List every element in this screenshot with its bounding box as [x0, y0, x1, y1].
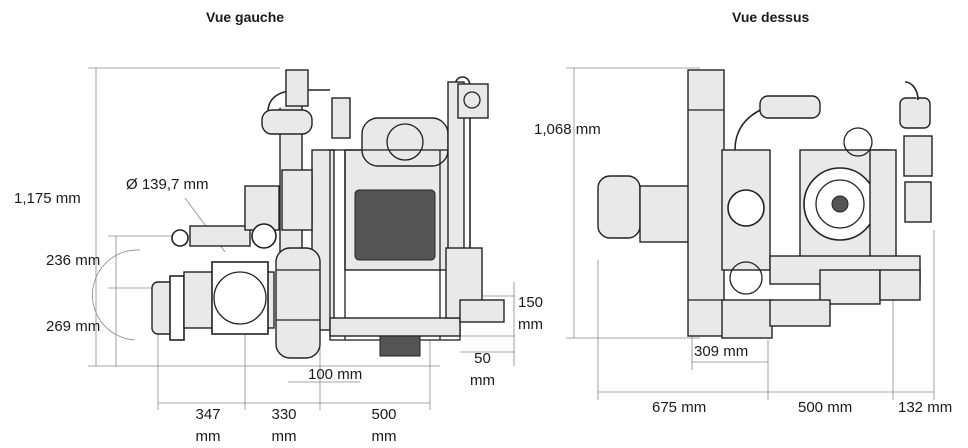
- left-height-236-label: 236 mm: [46, 252, 101, 269]
- top-view-pump-unit: [597, 69, 933, 339]
- left-view-pump-unit: [151, 69, 505, 359]
- left-height-total-label: 1,175 mm: [14, 190, 81, 207]
- left-height-150-value: 150: [518, 294, 544, 311]
- left-width-330-label: 330 mm: [264, 404, 304, 448]
- top-width-675-label: 675 mm: [652, 399, 707, 416]
- left-width-330-value: 330: [271, 406, 297, 423]
- left-width-500-value: 500: [371, 406, 397, 423]
- left-view-title: Vue gauche: [206, 9, 285, 25]
- left-width-347-label: 347 mm: [188, 404, 228, 448]
- top-width-500-label: 500 mm: [798, 399, 853, 416]
- left-height-269-label: 269 mm: [46, 318, 101, 335]
- top-view-dimension-lines: [566, 67, 935, 400]
- left-height-50-value: 50: [474, 350, 491, 367]
- left-height-50-unit: mm: [470, 372, 495, 389]
- left-width-347-unit: mm: [195, 428, 221, 445]
- left-diameter-label: Ø 139,7 mm: [126, 176, 209, 193]
- left-width-100-label: 100 mm: [308, 366, 363, 383]
- left-height-150-label: 150 mm: [518, 292, 543, 336]
- left-height-50-label: 50 mm: [470, 348, 495, 392]
- left-width-347-value: 347: [195, 406, 221, 423]
- top-width-132-label: 132 mm: [898, 399, 953, 416]
- left-view-dimension-lines: [88, 67, 515, 410]
- top-depth-total-label: 1,068 mm: [534, 121, 601, 138]
- left-height-150-unit: mm: [518, 316, 544, 333]
- top-view-title: Vue dessus: [732, 9, 810, 25]
- left-width-500-unit: mm: [371, 428, 397, 445]
- left-width-330-unit: mm: [271, 428, 297, 445]
- left-width-500-label: 500 mm: [364, 404, 404, 448]
- top-width-309-label: 309 mm: [694, 343, 749, 360]
